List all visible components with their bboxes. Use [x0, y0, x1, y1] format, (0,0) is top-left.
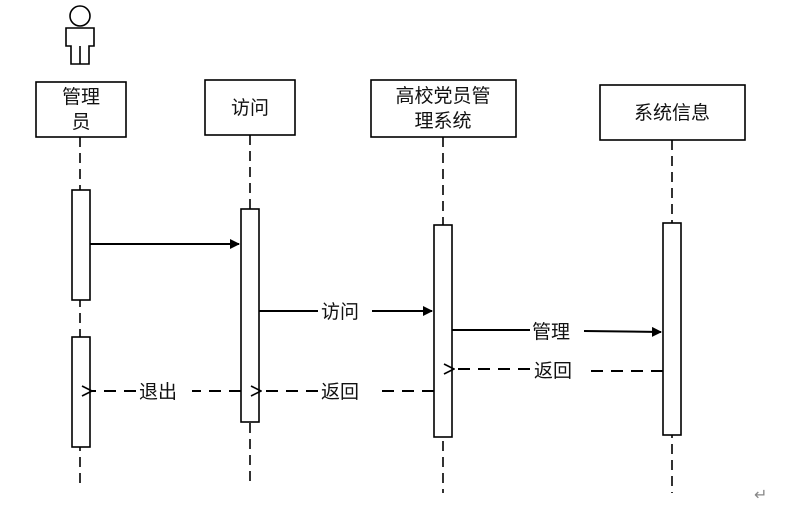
participant-sysinfo-label: 系统信息	[634, 102, 710, 124]
message-label-2: 访问	[321, 301, 359, 323]
participant-access-label: 访问	[231, 97, 269, 119]
message-label-5: 返回	[321, 381, 359, 403]
message-label-4: 返回	[534, 360, 572, 382]
message-label-3: 管理	[532, 321, 570, 343]
message-label-6: 退出	[139, 381, 177, 403]
activation-admin-1	[71, 189, 91, 301]
paragraph-mark: ↵	[754, 485, 767, 504]
participant-admin-label-line-2: 员	[71, 111, 90, 133]
activation-admin-2	[71, 336, 91, 448]
participant-system: 高校党员管 理系统	[370, 79, 517, 138]
actor-icon	[65, 5, 95, 65]
activation-sysinfo	[662, 222, 682, 436]
participant-sysinfo: 系统信息	[599, 84, 746, 141]
message-arrow-3b	[583, 326, 662, 337]
participant-admin-label-line-1: 管理	[62, 86, 100, 108]
participant-admin: 管理 员	[35, 81, 127, 138]
activation-system	[433, 224, 453, 438]
participant-system-label-line-1: 高校党员管	[395, 85, 490, 107]
participant-access: 访问	[204, 79, 296, 136]
participant-system-label-line-2: 理系统	[414, 110, 471, 132]
activation-access	[240, 208, 260, 423]
